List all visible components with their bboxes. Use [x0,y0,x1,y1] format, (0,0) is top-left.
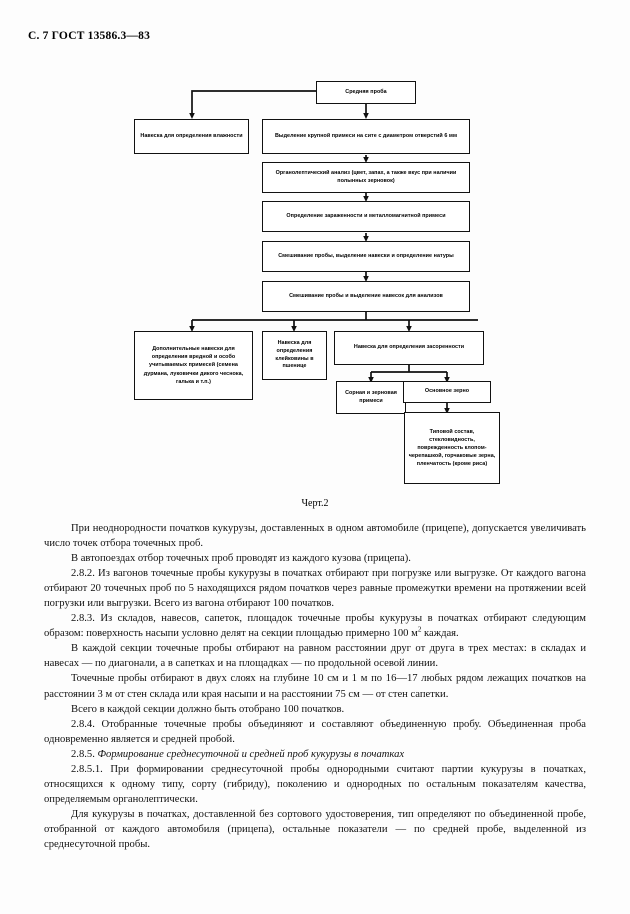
paragraph-5: В каждой секции точечные пробы отбирают … [44,643,586,670]
flowbox-mixing-nature: Смешивание пробы, выделение навески и оп… [262,241,470,272]
paragraph-2-8-4: 2.8.4. Отобранные точечные пробы объедин… [44,718,586,745]
clause-title-2-8-5: Формирование среднесуточной и средней пр… [97,748,405,760]
paragraph-1: При неоднородности початков кукурузы, до… [44,523,586,550]
flowbox-type-composition: Типовой состав, стекловидность, поврежде… [404,412,500,484]
clause-number-2-8-5: 2.8.5. [71,748,98,760]
paragraph-2-8-3-a: 2.8.3. Из складов, навесов, сапеток, пло… [44,613,586,640]
flowbox-weed-grain-impurity: Сорная и зерновая примеси [336,381,406,414]
flowbox-organoleptic: Органолептический анализ (цвет, запах, а… [262,162,470,193]
paragraph-6: Точечные пробы отбирают в двух слоях на … [44,673,586,700]
square-meter-superscript: 2 [417,625,422,634]
flowbox-additional-portions: Дополнительные навески для определения в… [134,331,253,400]
paragraph-2-8-2: 2.8.2. Из вагонов точечные пробы кукуруз… [44,568,586,610]
paragraph-11: Для кукурузы в початках, доставленной бе… [44,808,586,850]
paragraph-2-8-3: 2.8.3. Из складов, навесов, сапеток, пло… [44,611,586,641]
flowbox-gluten-portion: Навеска для определения клейковины в пше… [262,331,327,380]
flowbox-contamination-portion: Навеска для определения засоренности [334,331,484,365]
body-text: При неоднородности початков кукурузы, до… [44,521,586,852]
flowbox-main-grain: Основное зерно [403,381,491,403]
page-header: С. 7 ГОСТ 13586.3—83 [28,30,151,42]
flowbox-average-sample: Средняя проба [316,81,416,104]
figure-caption: Черт.2 [301,498,329,509]
paragraph-2-8-3-b: каждая. [421,628,459,640]
flowbox-mixing-analysis: Смешивание пробы и выделение навесок для… [262,281,470,312]
paragraph-2-8-5: 2.8.5. Формирование среднесуточной и сре… [44,747,586,762]
flowbox-large-impurity: Выделение крупной примеси на сите с диам… [262,119,470,154]
paragraph-2-8-5-1: 2.8.5.1. При формировании среднесуточной… [44,763,586,805]
flowchart: Средняя проба Навеска для определения вл… [134,81,500,484]
flowbox-infestation: Определение зараженности и металломагнит… [262,201,470,232]
paragraph-2: В автопоездах отбор точечных проб провод… [71,553,411,565]
paragraph-7: Всего в каждой секции должно быть отобра… [71,703,345,715]
flowbox-moisture-portion: Навеска для определения влажности [134,119,249,154]
